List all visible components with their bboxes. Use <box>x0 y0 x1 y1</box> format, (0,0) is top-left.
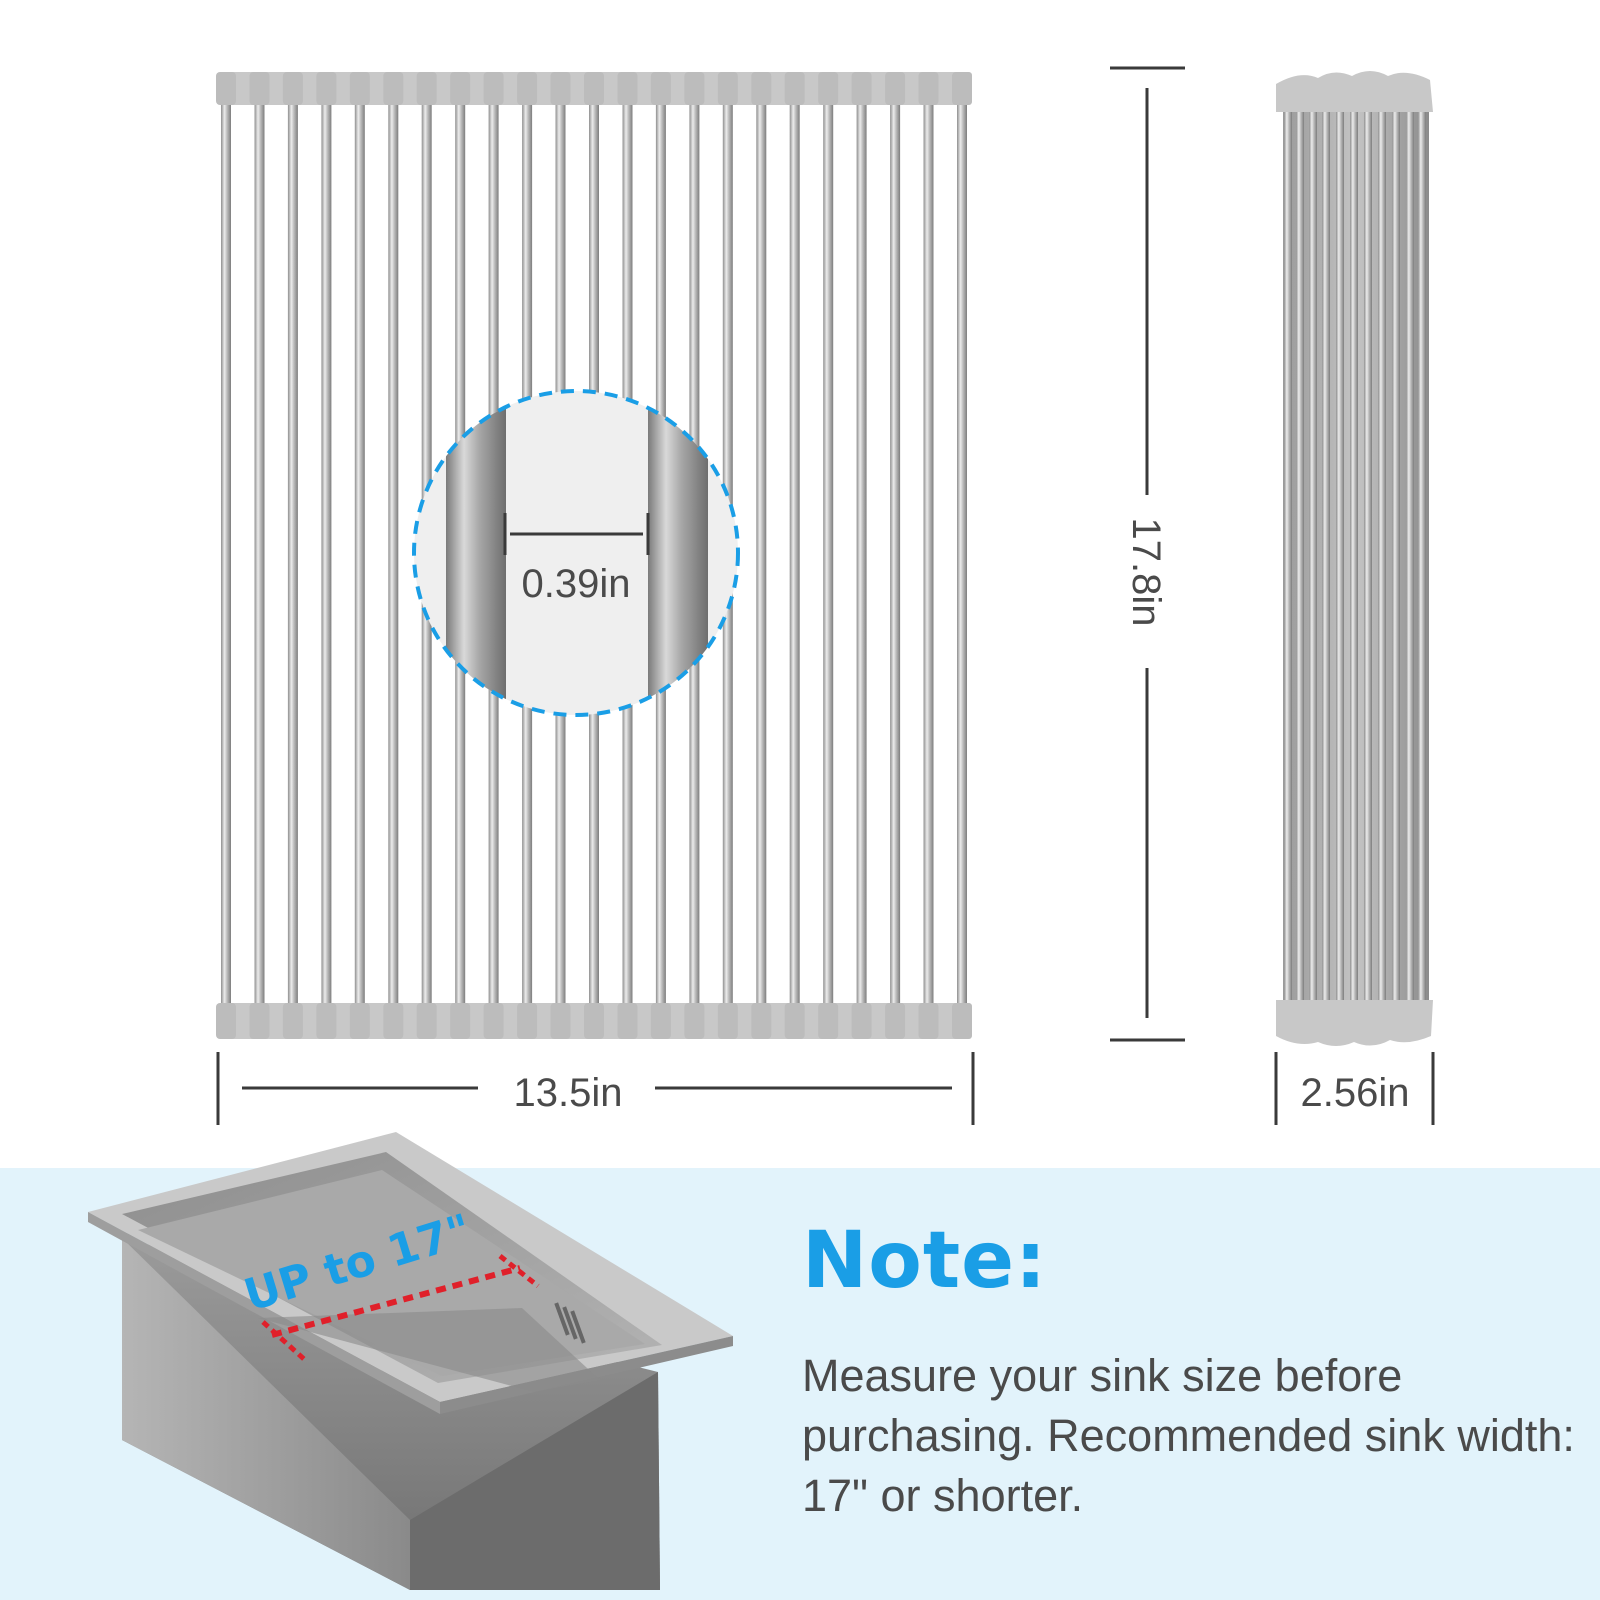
note-body: Measure your sink size before purchasing… <box>802 1350 1575 1521</box>
silicone-bump <box>851 1003 872 1039</box>
silicone-bump <box>282 1003 303 1039</box>
silicone-bump <box>885 1003 906 1039</box>
silicone-bump <box>349 72 370 105</box>
rolled-rod <box>1284 108 1292 1008</box>
rolled-rod <box>1364 108 1372 1008</box>
silicone-bump <box>918 72 939 105</box>
silicone-bump <box>550 1003 571 1039</box>
rolled-rod <box>1418 108 1426 1008</box>
rolled-rod <box>1350 108 1358 1008</box>
rolled-width-label: 2.56in <box>1301 1071 1410 1115</box>
rolled-rack-rods <box>1284 108 1426 1008</box>
silicone-bump <box>918 1003 939 1039</box>
silicone-bump <box>617 72 638 105</box>
rack-rod <box>890 100 901 1010</box>
silicone-bump <box>952 1003 972 1039</box>
silicone-bump <box>517 1003 538 1039</box>
silicone-bump <box>784 1003 805 1039</box>
silicone-bump <box>818 72 839 105</box>
silicone-bump <box>316 1003 337 1039</box>
silicone-bump <box>751 72 772 105</box>
sink-illustration: UP to 17" <box>88 1132 733 1590</box>
silicone-bump <box>885 72 906 105</box>
width-dimension: 13.5in <box>216 1052 975 1125</box>
note-title: Note: <box>802 1216 1048 1306</box>
rack-silicone-bumps <box>216 72 972 1039</box>
rack-rod <box>388 100 399 1010</box>
silicone-bump <box>450 1003 471 1039</box>
silicone-bump <box>316 72 337 105</box>
silicone-bump <box>483 72 504 105</box>
rolled-width-dimension: 2.56in <box>1274 1052 1435 1125</box>
silicone-bump <box>617 1003 638 1039</box>
rack-rod <box>254 100 265 1010</box>
rod-gap-zoom: 0.39in <box>412 389 740 717</box>
silicone-bump <box>584 72 604 105</box>
rolled-drying-rack <box>1276 71 1433 1046</box>
silicone-bump <box>851 72 872 105</box>
rack-rod <box>354 100 365 1010</box>
silicone-bump <box>650 1003 671 1039</box>
silicone-bump <box>952 72 972 105</box>
rack-rod <box>287 100 298 1010</box>
silicone-bump <box>684 72 705 105</box>
rack-rod <box>856 100 867 1010</box>
silicone-bump <box>383 1003 404 1039</box>
rolled-rod <box>1336 108 1344 1008</box>
rack-rod <box>221 100 231 1010</box>
rolled-rod <box>1378 108 1386 1008</box>
silicone-bump <box>784 72 805 105</box>
rolled-rod <box>1322 108 1330 1008</box>
silicone-bump <box>416 72 437 105</box>
silicone-bump <box>684 1003 705 1039</box>
silicone-bump <box>818 1003 839 1039</box>
rolled-rod <box>1392 108 1400 1008</box>
silicone-bump <box>216 72 236 105</box>
silicone-bump <box>216 1003 236 1039</box>
rack-rod <box>756 100 767 1010</box>
silicone-bump <box>249 72 270 105</box>
silicone-bump <box>751 1003 772 1039</box>
sink-width-measure-line <box>271 1265 521 1338</box>
silicone-bump <box>650 72 671 105</box>
height-dimension: 17.8in <box>1110 66 1185 1042</box>
rack-rod <box>789 100 800 1010</box>
width-dimension-label: 13.5in <box>514 1071 623 1115</box>
silicone-bump <box>483 1003 504 1039</box>
rolled-rod <box>1296 108 1304 1008</box>
silicone-bump <box>349 1003 370 1039</box>
silicone-bump <box>249 1003 270 1039</box>
silicone-bump <box>517 72 538 105</box>
height-dimension-label: 17.8in <box>1124 518 1168 627</box>
rack-rod <box>923 100 934 1010</box>
silicone-bump <box>717 1003 738 1039</box>
rolled-rod <box>1309 108 1317 1008</box>
silicone-bump <box>416 1003 437 1039</box>
rack-rod <box>823 100 834 1010</box>
zoom-circle-outline <box>412 389 740 717</box>
silicone-bump <box>717 72 738 105</box>
rack-rod <box>957 100 967 1010</box>
silicone-bump <box>282 72 303 105</box>
silicone-bump <box>450 72 471 105</box>
gap-dimension-label: 0.39in <box>522 562 631 606</box>
silicone-bump <box>383 72 404 105</box>
rolled-rod <box>1406 108 1414 1008</box>
silicone-bump <box>550 72 571 105</box>
rack-rod <box>321 100 332 1010</box>
silicone-bump <box>584 1003 604 1039</box>
